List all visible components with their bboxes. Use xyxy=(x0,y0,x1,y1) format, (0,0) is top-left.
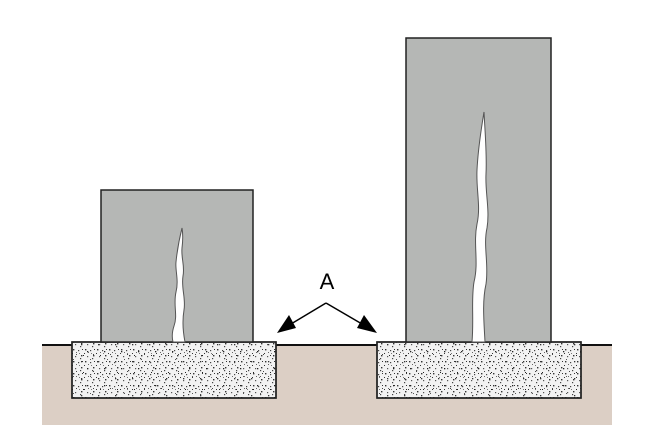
right-arrow-line xyxy=(325,302,363,325)
left-crack xyxy=(171,227,186,343)
right-crack xyxy=(471,111,489,343)
left-footing xyxy=(71,341,277,399)
right-arrowhead xyxy=(357,315,377,333)
callout-arrows: A xyxy=(277,269,377,333)
left-arrowhead xyxy=(277,315,296,333)
right-footing xyxy=(376,341,582,399)
callout-label: A xyxy=(320,269,335,294)
left-arrow-line xyxy=(290,302,327,325)
